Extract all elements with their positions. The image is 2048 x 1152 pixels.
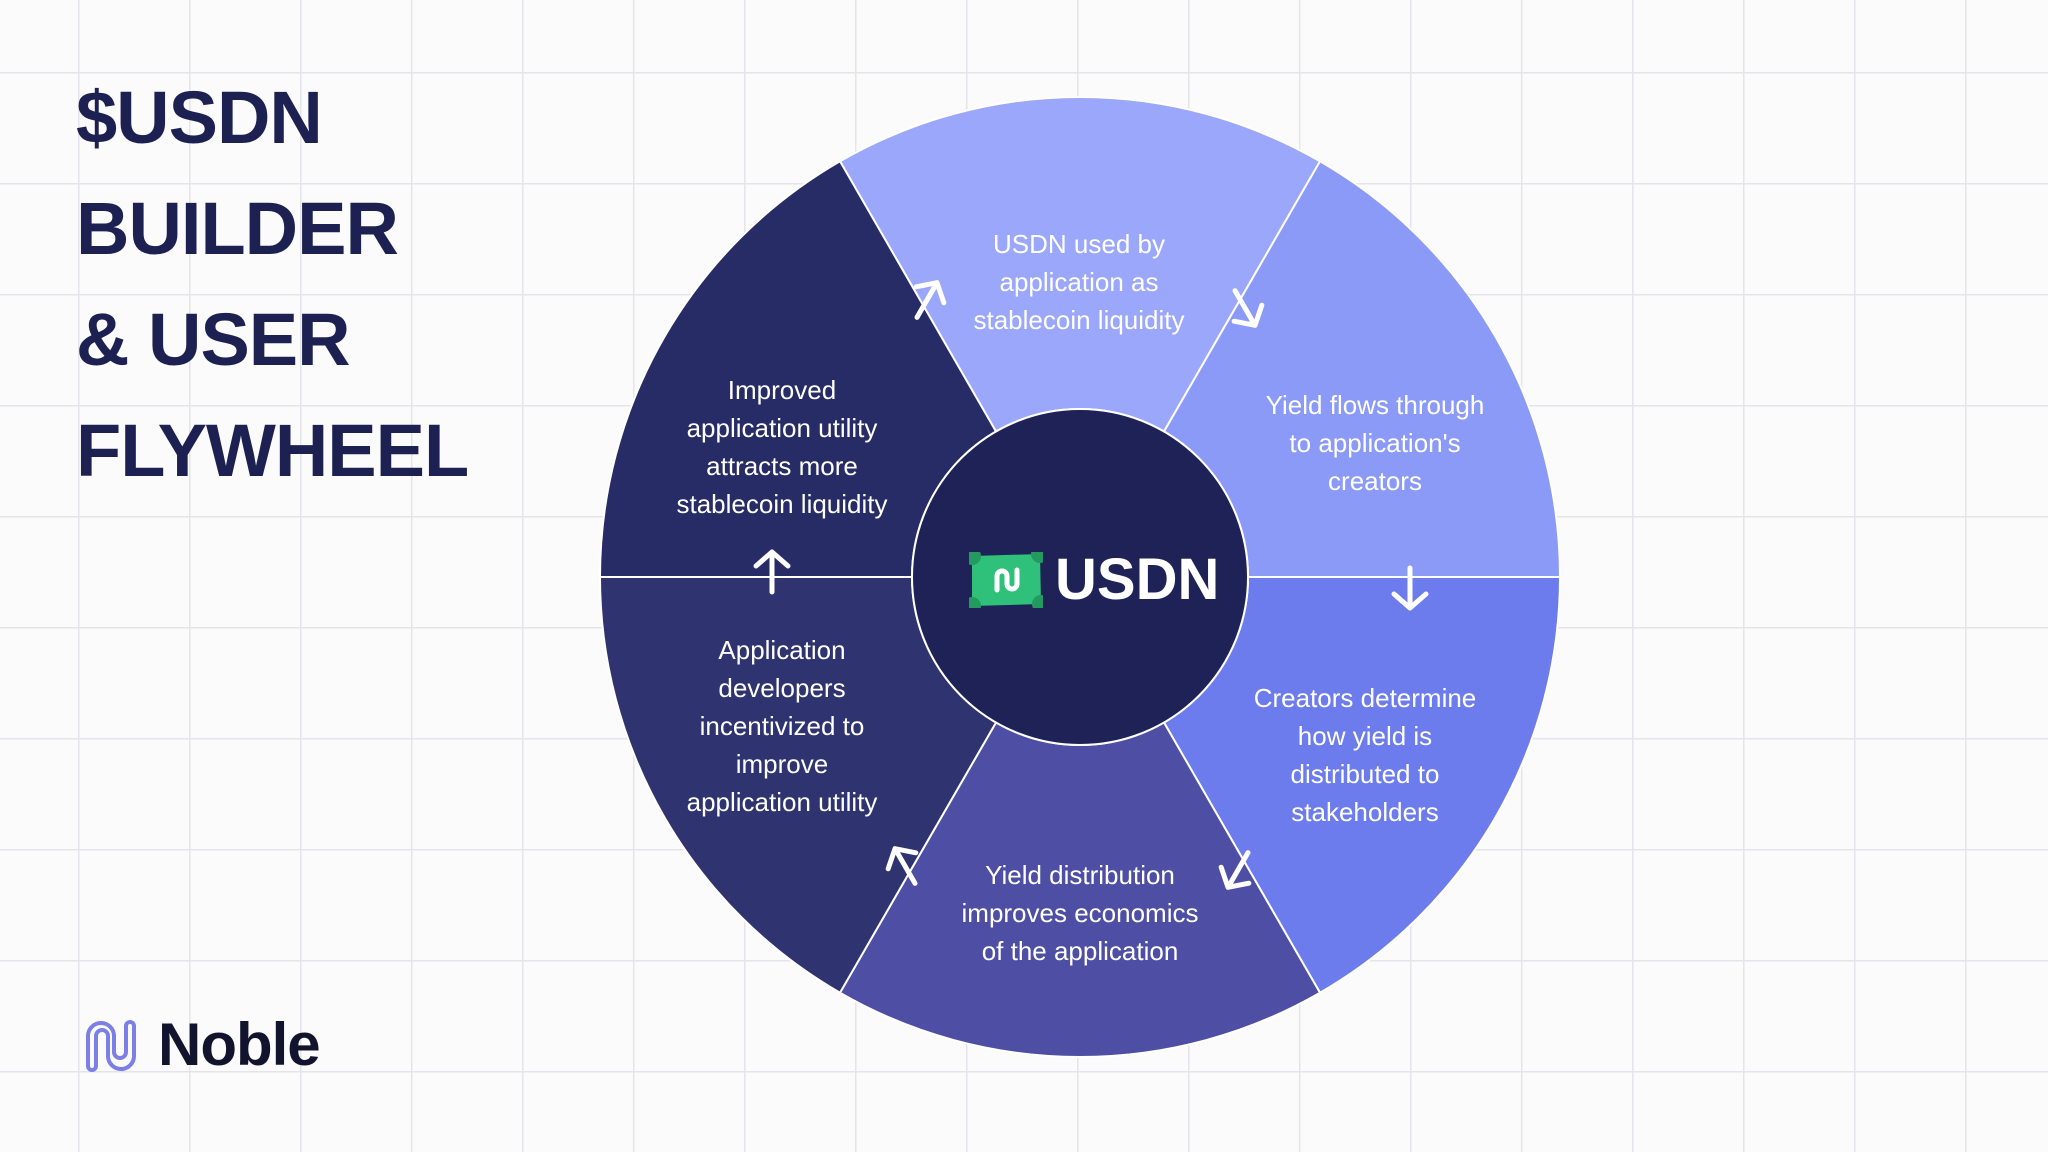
wedge-yield-flows-text: Yield flows through to application's creat… bbox=[1266, 386, 1485, 500]
wedge-text-line: creators bbox=[1328, 466, 1422, 496]
title-line-1: $USDN bbox=[76, 76, 323, 159]
noble-logo-icon bbox=[86, 1019, 136, 1072]
wedge-text-line: Improved bbox=[727, 375, 837, 405]
wedge-text-line: improve bbox=[735, 749, 829, 779]
flow-arrow-icon bbox=[1391, 565, 1429, 611]
wedge-usdn-used-text: USDN used by application as stablecoin liq… bbox=[973, 225, 1184, 339]
flow-arrow-icon bbox=[753, 549, 791, 595]
wedge-text-line: Creators determine bbox=[1253, 683, 1477, 713]
wedge-text-line: how yield is bbox=[1297, 721, 1433, 751]
wedge-text-line: Yield flows through bbox=[1265, 390, 1485, 420]
wedge-yield-distribution-text: Yield distribution improves economics of t… bbox=[962, 856, 1199, 970]
wedge-improved-utility-text: Improved application utility attracts more… bbox=[676, 371, 887, 523]
title-line-2: BUILDER bbox=[76, 187, 399, 270]
wedge-text-line: Yield distribution bbox=[985, 860, 1175, 890]
center-label: USDN bbox=[969, 546, 1219, 613]
wedge-text-line: stakeholders bbox=[1291, 797, 1439, 827]
wedge-text-line: stablecoin liquidity bbox=[973, 305, 1185, 335]
wedge-text-line: USDN used by bbox=[993, 229, 1165, 259]
wedge-text-line: Application bbox=[718, 635, 846, 665]
flow-arrow-icon bbox=[1218, 850, 1252, 890]
center-title: USDN bbox=[1055, 547, 1220, 612]
page-title: $USDN BUILDER & USER FLYWHEEL bbox=[76, 62, 469, 506]
flow-arrow-icon bbox=[885, 846, 919, 886]
usdn-banknote-icon bbox=[969, 551, 1043, 608]
wedge-text-line: application as bbox=[999, 267, 1159, 297]
title-line-3: & USER bbox=[76, 298, 351, 381]
noble-logo: Noble bbox=[80, 1010, 321, 1079]
center-hub bbox=[911, 408, 1249, 746]
brand-name: Noble bbox=[158, 1011, 321, 1078]
wedge-creators-determine-text: Creators determine how yield is distribute… bbox=[1254, 679, 1477, 831]
wedge-developers-incentivized-text: Application developers incentivized to impr… bbox=[687, 631, 878, 821]
title-line-4: FLYWHEEL bbox=[76, 409, 469, 492]
wedge-text-line: attracts more bbox=[706, 451, 858, 481]
wedge-text-line: distributed to bbox=[1290, 759, 1440, 789]
flow-arrow-icon bbox=[1231, 288, 1265, 328]
flow-arrow-icon bbox=[913, 280, 947, 320]
wedge-text-line: of the application bbox=[981, 936, 1179, 966]
wedge-text-line: application utility bbox=[686, 413, 878, 443]
wedge-text-line: to application's bbox=[1289, 428, 1461, 458]
wedge-text-line: application utility bbox=[686, 787, 878, 817]
wedge-text-line: stablecoin liquidity bbox=[676, 489, 888, 519]
wedge-text-line: improves economics bbox=[961, 898, 1199, 928]
wedge-text-line: incentivized to bbox=[699, 711, 865, 741]
wedge-text-line: developers bbox=[718, 673, 846, 703]
